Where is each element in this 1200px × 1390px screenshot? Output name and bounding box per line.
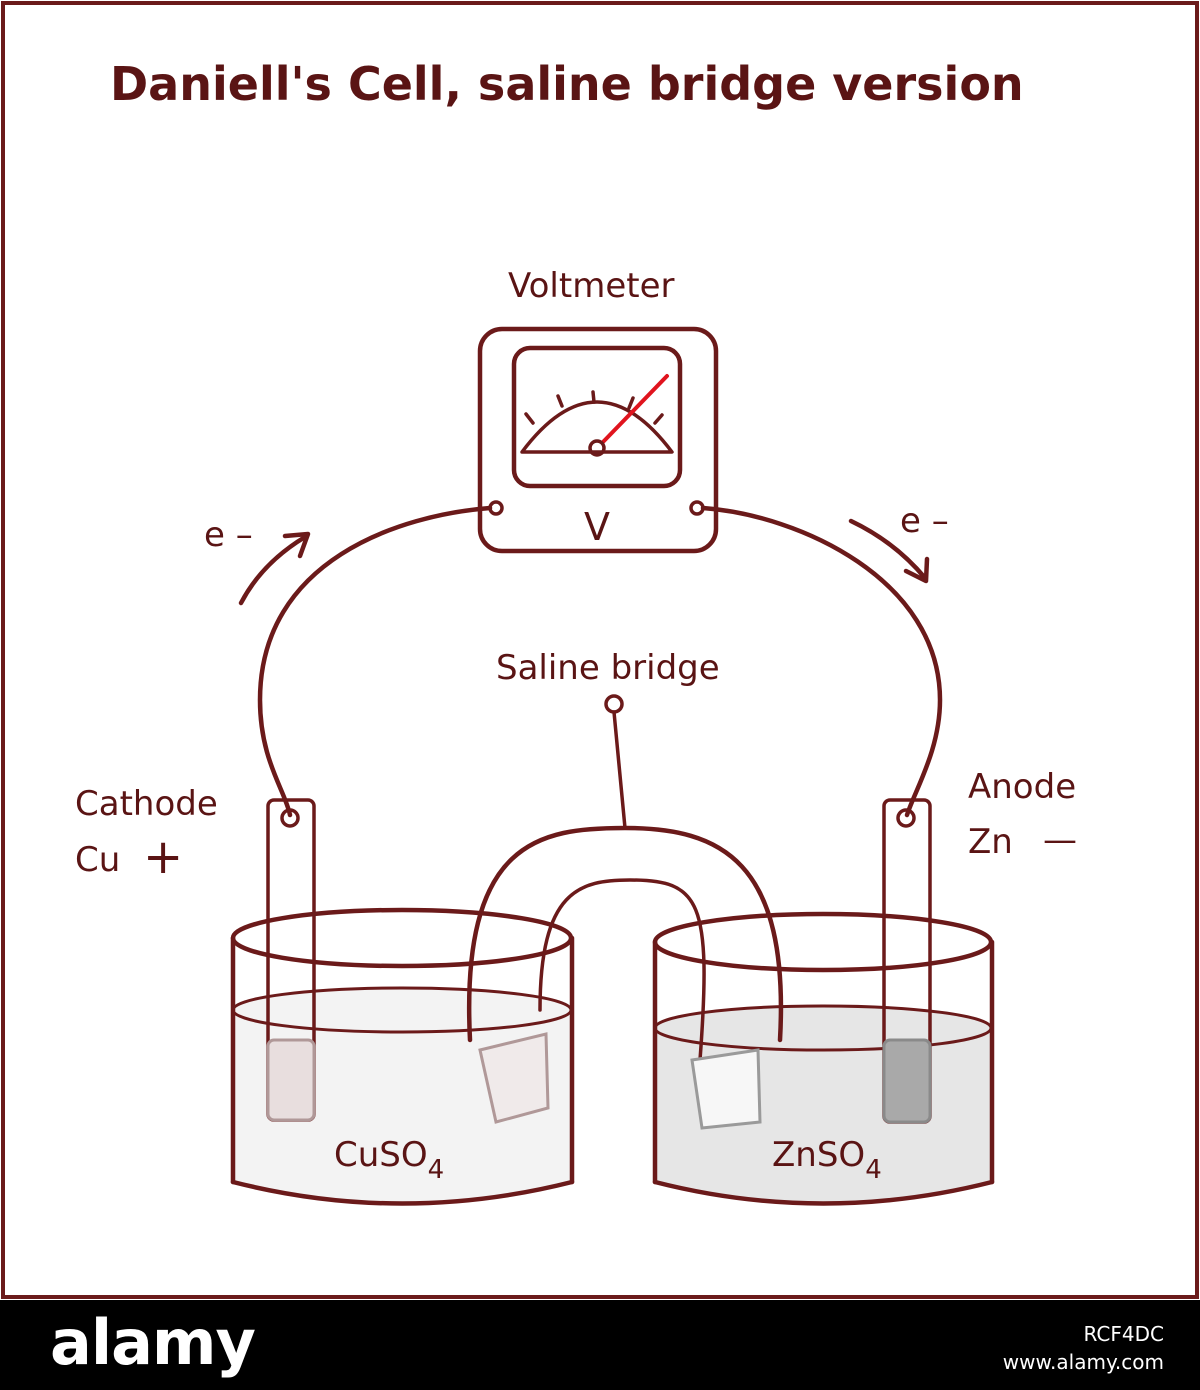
diagram-border — [1, 1, 1199, 1299]
diagram-title: Daniell's Cell, saline bridge version — [110, 57, 1024, 111]
diagram-frame: Daniell's Cell, saline bridge version Vo… — [0, 0, 1200, 1300]
cathode-element: Cu — [75, 840, 120, 880]
watermark-url: www.alamy.com — [1002, 1350, 1164, 1374]
anode-sign: — — [1043, 820, 1077, 860]
copper-electrode — [266, 798, 316, 1122]
electron-label-left: e – — [204, 515, 253, 555]
voltmeter-needle — [601, 374, 669, 444]
saline-bridge-tube — [466, 825, 784, 1130]
watermark-logo: alamy — [50, 1306, 256, 1379]
left-beaker — [230, 907, 575, 1206]
daniell-cell-diagram: Daniell's Cell, saline bridge version Vo… — [1, 1, 1199, 1299]
watermark-bar: alamy RCF4DC www.alamy.com — [0, 1300, 1200, 1390]
anode-element: Zn — [968, 822, 1013, 862]
voltmeter-symbol: V — [584, 505, 610, 549]
cathode-sign: + — [143, 829, 183, 885]
anode-label: Anode — [968, 767, 1076, 807]
electron-label-right: e – — [900, 501, 949, 541]
left-solution-label: CuSO4 — [334, 1135, 444, 1185]
saline-bridge-label: Saline bridge — [496, 648, 720, 688]
right-wire — [700, 505, 943, 818]
watermark-meta: RCF4DC www.alamy.com — [1003, 1320, 1164, 1376]
left-wire — [257, 505, 493, 818]
zinc-electrode — [882, 798, 932, 1124]
watermark-image-id: RCF4DC — [1083, 1322, 1164, 1346]
voltmeter-label: Voltmeter — [508, 266, 674, 306]
right-solution-label: ZnSO4 — [772, 1135, 882, 1185]
electron-arrow-left-icon — [238, 531, 311, 606]
electron-arrow-right-icon — [848, 518, 930, 584]
cathode-label: Cathode — [75, 784, 218, 824]
